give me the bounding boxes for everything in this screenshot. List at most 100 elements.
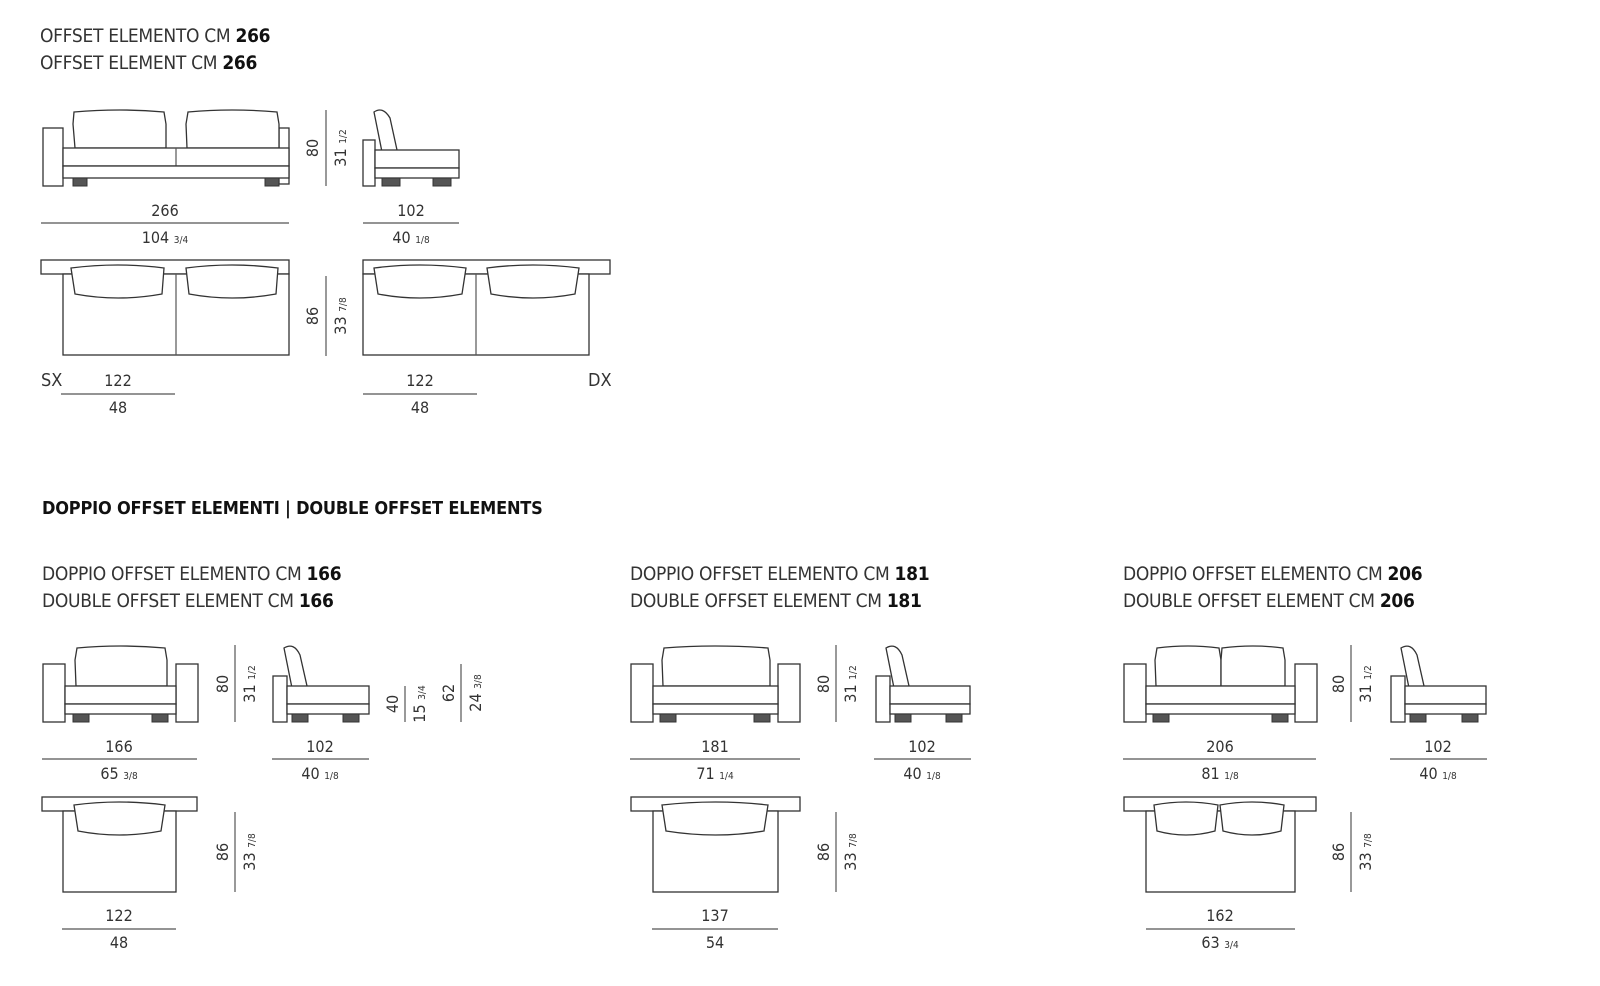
top-dx-seat-dimension: 122 48 <box>363 371 477 417</box>
variant-206-side-view-drawing <box>1390 645 1487 723</box>
dimension-label: 86 <box>1329 843 1348 861</box>
variant-206-height-dimension: 80 31 1/2 <box>1329 645 1375 722</box>
dimension-label: 63 <box>1201 933 1219 952</box>
dimension-label: 81 1/8 <box>1201 764 1239 783</box>
dimension-label: 3/4 <box>174 235 189 246</box>
variant-181-title-it: DOPPIO OFFSET ELEMENTO CM 181 <box>630 563 930 585</box>
dimension-label: 3/8 <box>473 674 484 689</box>
dimension-label: 7/8 <box>848 833 859 848</box>
dimension-label: 62 <box>439 684 458 702</box>
dimension-label: 31 <box>841 684 860 702</box>
dimension-label: 33 7/8 <box>240 833 259 871</box>
variant-181-front-view-drawing <box>630 645 801 723</box>
variant-206-title: DOPPIO OFFSET ELEMENTO CM 206 DOUBLE OFF… <box>1123 561 1423 615</box>
variant-206-side-depth-dimension: 102 40 1/8 <box>1390 737 1487 783</box>
dimension-label: 80 <box>814 675 833 693</box>
variant-166-side-view-drawing <box>272 645 370 723</box>
dimension-label: 40 <box>1419 764 1437 783</box>
top-front-width-dimension: 266 104 3/4 <box>41 201 289 247</box>
variant-181-plan-depth-dimension: 86 33 7/8 <box>814 812 860 892</box>
variant-206-title-en: DOUBLE OFFSET ELEMENT CM 206 <box>1123 590 1415 612</box>
dimension-label: 40 1/8 <box>1419 764 1457 783</box>
dimension-label: 48 <box>411 398 429 417</box>
dimension-label: 102 <box>397 201 424 220</box>
sx-label: SX <box>41 370 62 391</box>
dimension-label: 1/8 <box>1224 771 1239 782</box>
dimension-label: 7/8 <box>247 833 258 848</box>
dimension-label: 80 <box>213 675 232 693</box>
dimension-label: 24 <box>466 693 485 711</box>
variant-206-plan-depth-dimension: 86 33 7/8 <box>1329 812 1375 892</box>
top-sx-seat-dimension: 122 48 <box>61 371 175 417</box>
dimension-label: 65 <box>100 764 118 783</box>
dimension-label: 48 <box>110 933 128 952</box>
dimension-label: 1/2 <box>1363 665 1374 679</box>
dimension-label: 1/8 <box>1442 771 1457 782</box>
dimension-label: 40 <box>383 695 402 713</box>
dimension-label: 65 3/8 <box>100 764 138 783</box>
dimension-label: 63 3/4 <box>1201 933 1239 952</box>
variant-181-plan-seat-dimension: 137 54 <box>652 906 778 952</box>
dimension-label: 122 <box>105 906 132 925</box>
dimension-label: 86 <box>303 307 322 325</box>
top-side-view-drawing <box>362 109 460 187</box>
dimension-label: 40 <box>301 764 319 783</box>
dimension-label: 137 <box>701 906 728 925</box>
variant-166-plan-depth-dimension: 86 33 7/8 <box>213 812 259 892</box>
dimension-label: 1/8 <box>415 235 430 246</box>
variant-166-arm-height-dimension: 62 24 3/8 <box>439 664 485 722</box>
top-front-view-drawing <box>42 109 290 187</box>
dimension-label: 102 <box>306 737 333 756</box>
dimension-label: 24 3/8 <box>466 674 485 712</box>
dimension-label: 162 <box>1206 906 1233 925</box>
dimension-label: 104 3/4 <box>142 228 189 247</box>
top-plan-depth-dimension: 86 33 7/8 <box>303 276 350 356</box>
dimension-label: 104 <box>142 228 169 247</box>
dimension-label: 3/4 <box>417 685 428 700</box>
variant-206-front-width-dimension: 206 81 1/8 <box>1123 737 1316 783</box>
dimension-label: 40 1/8 <box>301 764 339 783</box>
dimension-label: 71 1/4 <box>696 764 734 783</box>
dimension-label: 1/2 <box>338 129 349 143</box>
variant-181-side-view-drawing <box>875 645 971 723</box>
dimension-label: 54 <box>706 933 724 952</box>
dimension-label: 31 1/2 <box>240 665 259 702</box>
variant-206-plan-drawing <box>1123 796 1317 893</box>
dimension-label: 102 <box>908 737 935 756</box>
variant-166-side-depth-dimension: 102 40 1/8 <box>272 737 369 783</box>
dimension-label: 33 <box>331 316 350 334</box>
dimension-label: 81 <box>1201 764 1219 783</box>
dimension-label: 206 <box>1206 737 1233 756</box>
dimension-label: 80 <box>303 139 322 157</box>
dimension-label: 1/2 <box>247 665 258 679</box>
variant-166-title: DOPPIO OFFSET ELEMENTO CM 166 DOUBLE OFF… <box>42 561 342 615</box>
dimension-label: 1/4 <box>719 771 734 782</box>
dimension-label: 86 <box>814 843 833 861</box>
variant-206-title-it: DOPPIO OFFSET ELEMENTO CM 206 <box>1123 563 1423 585</box>
dx-label: DX <box>588 370 612 391</box>
dimension-label: 33 7/8 <box>331 297 350 335</box>
dimension-label: 71 <box>696 764 714 783</box>
dimension-label: 33 <box>841 852 860 870</box>
dimension-label: 31 <box>240 684 259 702</box>
dimension-label: 80 <box>1329 675 1348 693</box>
top-side-depth-dimension: 102 40 1/8 <box>363 201 459 247</box>
dimension-label: 31 1/2 <box>841 665 860 702</box>
dimension-label: 40 <box>903 764 921 783</box>
dimension-label: 3/4 <box>1224 940 1239 951</box>
dimension-label: 166 <box>105 737 132 756</box>
dimension-label: 1/8 <box>324 771 339 782</box>
dimension-label: 33 <box>1356 852 1375 870</box>
variant-206-plan-seat-dimension: 162 63 3/4 <box>1146 906 1295 952</box>
variant-166-seat-height-dimension: 40 15 3/4 <box>383 685 429 723</box>
variant-181-front-width-dimension: 181 71 1/4 <box>630 737 800 783</box>
dimension-label: 102 <box>1424 737 1451 756</box>
top-plan-sx-drawing <box>40 259 290 356</box>
dimension-label: 40 <box>392 228 410 247</box>
variant-181-title-en: DOUBLE OFFSET ELEMENT CM 181 <box>630 590 922 612</box>
variant-181-plan-drawing <box>630 796 801 893</box>
variant-166-title-it: DOPPIO OFFSET ELEMENTO CM 166 <box>42 563 342 585</box>
dimension-label: 31 <box>1356 684 1375 702</box>
dimension-label: 181 <box>701 737 728 756</box>
